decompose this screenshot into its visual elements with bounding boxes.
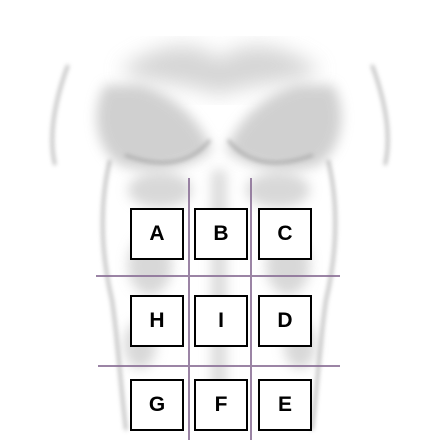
region-d-label: D xyxy=(258,295,312,347)
region-i-label: I xyxy=(194,295,248,347)
region-g-label: G xyxy=(130,379,184,431)
region-a-label: A xyxy=(130,208,184,260)
region-e-label: E xyxy=(258,379,312,431)
region-b-label: B xyxy=(194,208,248,260)
region-c-label: C xyxy=(258,208,312,260)
region-f-label: F xyxy=(194,379,248,431)
region-h-label: H xyxy=(130,295,184,347)
